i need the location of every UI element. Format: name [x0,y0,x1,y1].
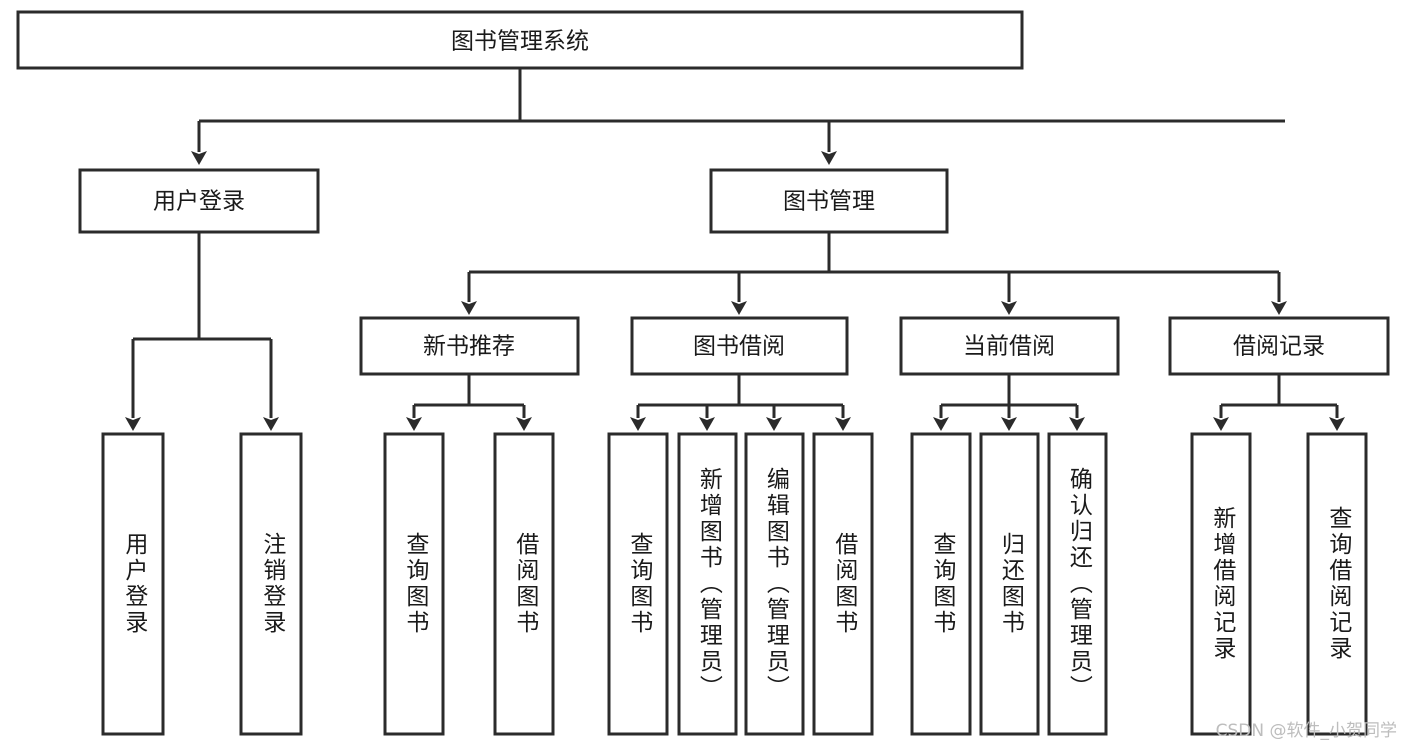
leaf-box-current-borrow-2[interactable] [1047,432,1108,736]
node-borrow-record[interactable]: 借阅记录 [1168,316,1390,376]
node-new-book-recommend-label: 新书推荐 [423,334,515,360]
node-user-login-label: 用户登录 [153,189,245,215]
node-book-management-label: 图书管理 [783,189,875,215]
connector-currentborrow-to-leaves [933,374,1085,431]
node-book-borrow-label: 图书借阅 [693,334,785,360]
leaf-box-book-borrow-3[interactable] [812,432,874,736]
connector-userlogin-to-leaves [125,232,279,431]
leaf-box-user-login-0[interactable] [101,432,165,736]
leaf-box-book-borrow-1[interactable] [677,432,738,736]
node-current-borrow[interactable]: 当前借阅 [899,316,1120,376]
connector-newbook-to-leaves [406,374,532,431]
leaf-box-borrow-record-0[interactable] [1190,432,1252,736]
leaf-box-new-book-1[interactable] [493,432,555,736]
leaf-box-user-login-1[interactable] [239,432,303,736]
leaf-box-current-borrow-1[interactable] [979,432,1040,736]
leaf-box-new-book-0[interactable] [383,432,445,736]
node-borrow-record-label: 借阅记录 [1233,334,1325,360]
connector-borrowrecord-to-leaves [1213,374,1345,431]
node-current-borrow-label: 当前借阅 [963,334,1055,360]
node-root[interactable]: 图书管理系统 [16,10,1024,70]
connector-bookmgmt-to-level3 [461,232,1287,315]
connector-bookborrow-to-leaves [630,374,851,431]
node-new-book-recommend[interactable]: 新书推荐 [359,316,580,376]
leaf-box-borrow-record-1[interactable] [1306,432,1368,736]
leaf-box-current-borrow-0[interactable] [910,432,972,736]
node-book-borrow[interactable]: 图书借阅 [630,316,849,376]
leaf-box-book-borrow-0[interactable] [607,432,669,736]
node-root-label: 图书管理系统 [451,29,589,55]
node-book-management[interactable]: 图书管理 [709,168,949,234]
watermark: CSDN @软件_小贺同学 [1215,721,1397,741]
connector-root-to-level2 [191,68,1285,165]
node-user-login[interactable]: 用户登录 [78,168,320,234]
leaf-box-book-borrow-2[interactable] [744,432,805,736]
